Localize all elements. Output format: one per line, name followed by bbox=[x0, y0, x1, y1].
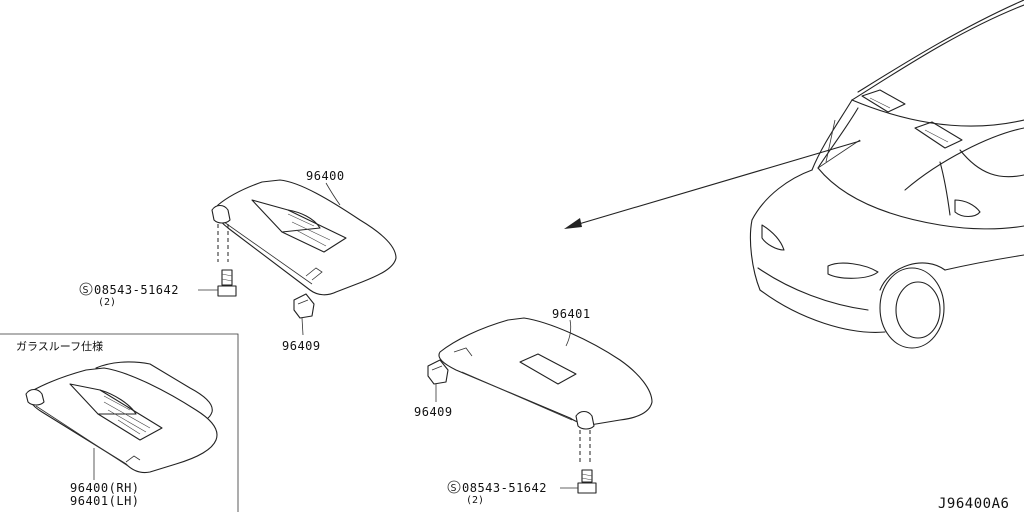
label-clip-left: 96409 bbox=[282, 339, 321, 353]
screw-symbol-left: S bbox=[83, 285, 89, 296]
label-clip-right: 96409 bbox=[414, 405, 453, 419]
sun-visor-96401 bbox=[438, 317, 653, 464]
clip-left bbox=[293, 293, 315, 336]
screw-label-left: S 08543-51642 (2) bbox=[79, 282, 179, 308]
inset-title: ガラスルーフ仕様 bbox=[16, 339, 103, 353]
screw-left bbox=[198, 269, 237, 297]
diagram-id: J96400A6 bbox=[938, 496, 1009, 512]
label-96401: 96401 bbox=[552, 307, 591, 321]
pointer-arrow bbox=[564, 140, 861, 229]
label-screw-left-qty: (2) bbox=[98, 297, 116, 308]
screw-symbol-right: S bbox=[451, 483, 457, 494]
label-screw-left: 08543-51642 bbox=[94, 283, 179, 297]
screw-right bbox=[560, 469, 597, 494]
label-inset-rh: 96400(RH) bbox=[70, 481, 140, 495]
car-illustration bbox=[749, 0, 1024, 349]
label-inset-lh: 96401(LH) bbox=[70, 494, 140, 508]
label-screw-right: 08543-51642 bbox=[462, 481, 547, 495]
sun-visor-96400 bbox=[211, 179, 397, 296]
screw-label-right: S 08543-51642 (2) bbox=[447, 480, 547, 506]
label-screw-right-qty: (2) bbox=[466, 495, 484, 506]
glass-roof-inset: ガラスルーフ仕様 96400(RH) 96401(LH) bbox=[0, 333, 239, 512]
label-96400: 96400 bbox=[306, 169, 345, 183]
clip-right bbox=[427, 359, 449, 402]
